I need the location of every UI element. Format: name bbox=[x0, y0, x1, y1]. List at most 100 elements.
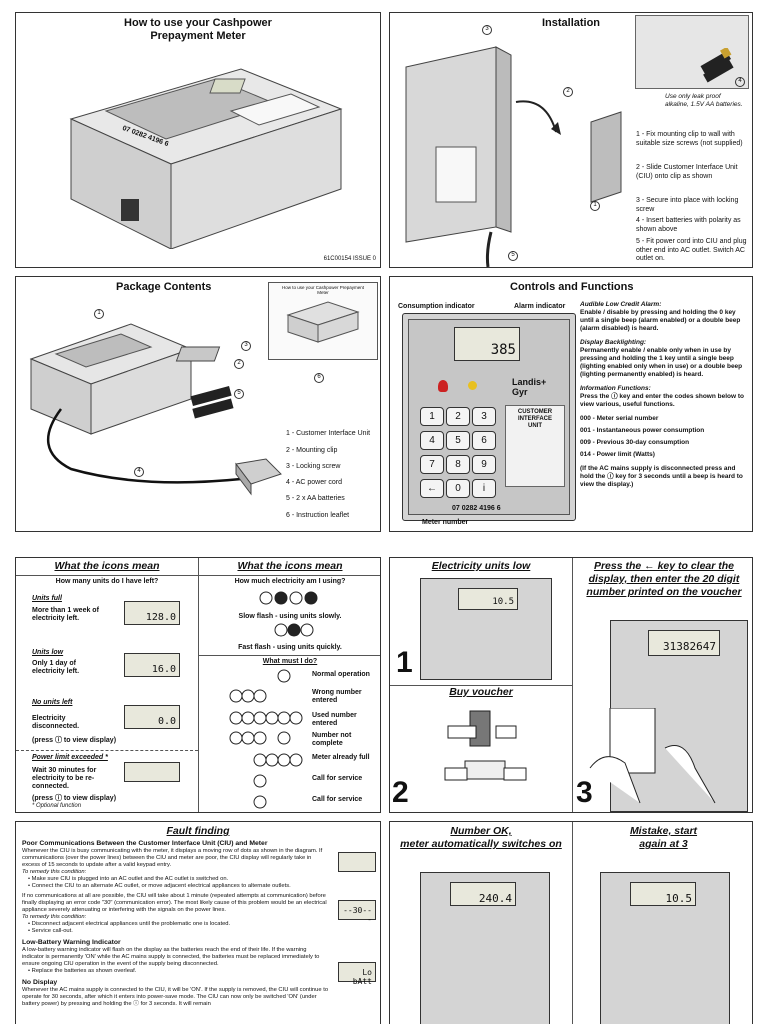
brand-logo: Landis+ Gyr bbox=[512, 377, 547, 397]
callout-3: 3 bbox=[482, 25, 492, 35]
controls-text: Audible Low Credit Alarm: Enable / disab… bbox=[580, 301, 750, 489]
power-limit-heading: Power limit exceeded * bbox=[32, 754, 108, 761]
key-1[interactable]: 2 bbox=[446, 407, 470, 426]
code-001: 001 - Instantaneous power consumption bbox=[580, 427, 705, 434]
units-full-text: More than 1 week of electricity left. bbox=[32, 607, 99, 622]
installation-step-5: 5 - Fit power cord into CIU and plug oth… bbox=[636, 238, 747, 262]
fault-heading-3: No Display bbox=[22, 979, 58, 986]
title-right: What the icons mean bbox=[237, 560, 343, 572]
meter-illustration bbox=[69, 68, 343, 249]
power-limit-press: (press ⓘ to view display) bbox=[32, 795, 117, 802]
callout-4: 4 bbox=[134, 467, 144, 477]
title-left: What the icons mean bbox=[54, 560, 160, 572]
panel-title: Controls and Functions bbox=[510, 281, 634, 293]
lcd-units-full: 128.0 bbox=[124, 601, 180, 625]
panel-controls-functions: Controls and Functions Consumption indic… bbox=[389, 276, 753, 532]
package-item-6: 6 - Instruction leaflet bbox=[286, 512, 350, 519]
key-3[interactable]: 4 bbox=[420, 431, 444, 450]
bullet-1b: • Connect the CIU to an alternate AC out… bbox=[28, 883, 291, 889]
callout-1: 1 bbox=[94, 309, 104, 319]
key-6[interactable]: 7 bbox=[420, 455, 444, 474]
fault-text-4: Whenever the AC mains supply is connecte… bbox=[22, 987, 329, 1007]
installation-step-2: 2 - Slide Customer Interface Unit (CIU) … bbox=[636, 164, 738, 180]
leaflet-meter-icon bbox=[286, 301, 360, 343]
fault-heading-1: Poor Communications Between the Customer… bbox=[22, 840, 268, 847]
panel-package-contents: Package Contents How to use your Cashpow… bbox=[15, 276, 381, 532]
package-item-4: 4 - AC power cord bbox=[286, 479, 343, 486]
info-text: Press the ⓘ key and enter the codes show… bbox=[580, 393, 744, 408]
callout-4: 4 bbox=[735, 77, 745, 87]
alarm-indicator-label: Alarm indicator bbox=[514, 303, 566, 310]
key-11[interactable]: i bbox=[472, 479, 496, 498]
installation-step-1: 1 - Fix mounting clip to wall with suita… bbox=[636, 131, 743, 147]
step-1: 1 bbox=[396, 646, 413, 679]
fault-text-3: A low-battery warning indicator will fla… bbox=[22, 947, 320, 967]
fault-text-1: Whenever the CIU is busy communicating w… bbox=[22, 848, 323, 868]
key-10[interactable]: 0 bbox=[446, 479, 470, 498]
units-low-heading: Units low bbox=[32, 649, 64, 656]
package-item-3: 3 - Locking screw bbox=[286, 463, 341, 470]
bullet-2b: • Service call-out. bbox=[28, 928, 73, 934]
bulb-icons bbox=[259, 591, 318, 637]
lcd-mistake: 10.5 bbox=[630, 882, 696, 906]
callout-1: 1 bbox=[590, 201, 600, 211]
no-units-heading: No units left bbox=[32, 699, 73, 706]
step-3: 3 bbox=[576, 776, 593, 809]
lcd-units-low: 16.0 bbox=[124, 653, 180, 677]
action-7: Call for service bbox=[312, 796, 363, 803]
info-title: Information Functions: bbox=[580, 385, 651, 392]
fast-flash-text: Fast flash - using units quickly. bbox=[238, 644, 342, 651]
key-2[interactable]: 3 bbox=[472, 407, 496, 426]
key-4[interactable]: 5 bbox=[446, 431, 470, 450]
question-right: How much electricity am I using? bbox=[234, 578, 346, 585]
lcd-error: --30--- bbox=[338, 900, 376, 924]
fault-heading-2: Low-Battery Warning Indicator bbox=[22, 939, 121, 946]
installation-step-4: 4 - Insert batteries with polarity as sh… bbox=[636, 217, 741, 233]
callout-6: 6 bbox=[314, 373, 324, 383]
key-9[interactable]: ← bbox=[420, 479, 444, 498]
question-do: What must I do? bbox=[262, 658, 318, 665]
panel-number-check: Number OK, meter automatically switches … bbox=[389, 821, 753, 1024]
action-2: Wrong number entered bbox=[312, 689, 362, 704]
callout-5: 5 bbox=[234, 389, 244, 399]
panel-icons: What the icons mean What the icons mean … bbox=[15, 557, 381, 813]
lcd-step-1: 10.5 bbox=[458, 588, 518, 610]
key-0[interactable]: 1 bbox=[420, 407, 444, 426]
action-1: Normal operation bbox=[312, 671, 370, 678]
meter-number-label: Meter number bbox=[422, 519, 469, 526]
alarm-indicator-icon bbox=[468, 381, 477, 390]
panel-installation: Installation Use only leak proof alkalin… bbox=[389, 12, 753, 268]
package-item-1: 1 - Customer Interface Unit bbox=[286, 430, 371, 437]
key-8[interactable]: 9 bbox=[472, 455, 496, 474]
bullet-3a: • Replace the batteries as shown overlea… bbox=[28, 968, 137, 974]
action-6: Call for service bbox=[312, 775, 363, 782]
backlight-title: Display Backlighting: bbox=[580, 339, 647, 346]
hand-voucher-icon bbox=[589, 708, 716, 804]
ciu-label: CUSTOMER INTERFACE UNIT bbox=[517, 409, 553, 429]
buy-voucher-title: Buy voucher bbox=[449, 686, 513, 698]
lcd-battery: Lo bAtt bbox=[338, 962, 376, 986]
panel-title: Installation bbox=[541, 17, 601, 29]
panel-voucher-steps: Electricity units low 10.5 1 Buy voucher… bbox=[389, 557, 753, 813]
mains-note: (If the AC mains supply is disconnected … bbox=[580, 465, 743, 488]
bullet-2a: • Disconnect adjacent electrical applian… bbox=[28, 921, 231, 927]
action-4: Number not complete bbox=[312, 732, 352, 747]
callout-5: 5 bbox=[508, 251, 518, 261]
meter-lcd: 385 bbox=[454, 327, 520, 361]
key-7[interactable]: 8 bbox=[446, 455, 470, 474]
code-000: 000 - Meter serial number bbox=[580, 415, 659, 422]
code-014: 014 - Power limit (Watts) bbox=[580, 451, 655, 458]
package-illustration bbox=[29, 323, 282, 496]
step-2: 2 bbox=[392, 776, 409, 809]
slow-flash-text: Slow flash - using units slowly. bbox=[238, 613, 342, 620]
key-5[interactable]: 6 bbox=[472, 431, 496, 450]
callout-2: 2 bbox=[563, 87, 573, 97]
package-item-2: 2 - Mounting clip bbox=[286, 447, 338, 454]
backlight-text: Permanently enable / enable only when in… bbox=[580, 347, 743, 378]
panel-fault-finding: Fault finding Poor Communications Betwee… bbox=[15, 821, 381, 1024]
panel-title: How to use your Cashpower Prepayment Met… bbox=[124, 17, 272, 42]
lcd-no-units: 0.0 bbox=[124, 705, 180, 729]
callout-2: 2 bbox=[234, 359, 244, 369]
optional-note: * Optional function bbox=[32, 803, 82, 809]
